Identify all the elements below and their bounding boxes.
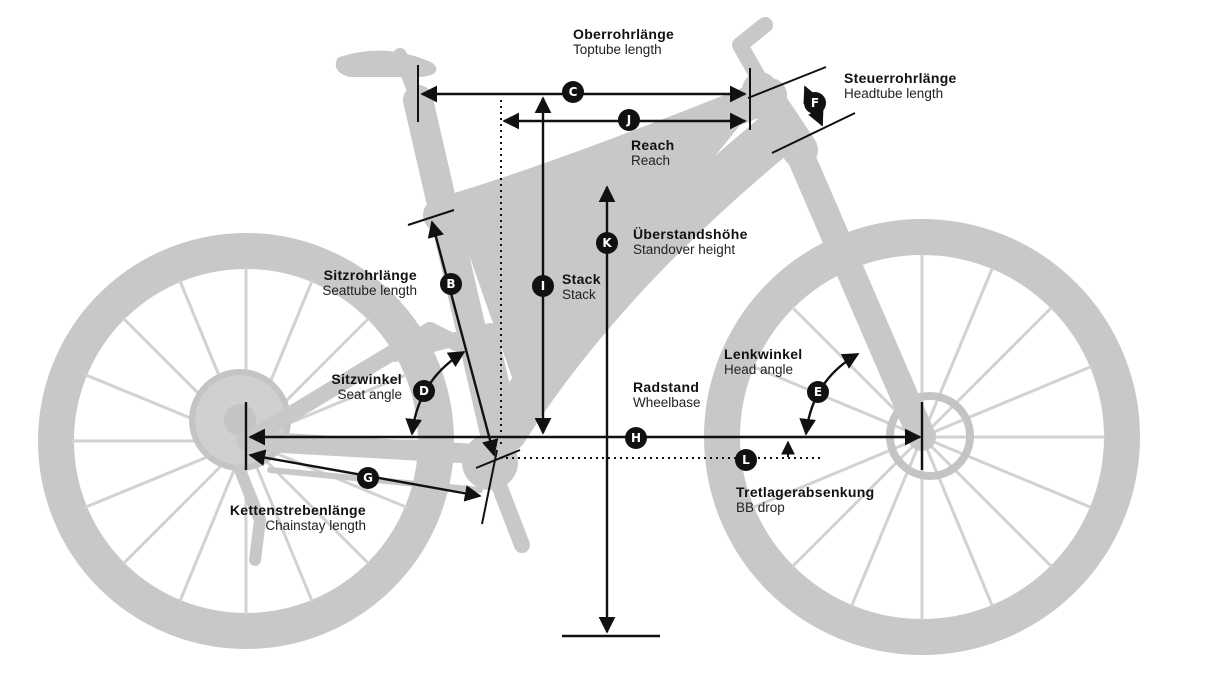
label-head-angle: Lenkwinkel Head angle bbox=[724, 346, 802, 378]
badge-c: C bbox=[562, 81, 584, 103]
label-stack: Stack Stack bbox=[562, 271, 601, 303]
label-seattube-en: Seattube length bbox=[322, 283, 417, 299]
label-reach-en: Reach bbox=[631, 153, 671, 169]
label-stack-de: Stack bbox=[562, 271, 601, 287]
badge-b: B bbox=[440, 273, 462, 295]
label-toptube: Oberrohrlänge Toptube length bbox=[573, 26, 674, 58]
label-toptube-en: Toptube length bbox=[573, 42, 662, 58]
label-standover: Überstandshöhe Standover height bbox=[633, 226, 748, 258]
badge-d: D bbox=[413, 380, 435, 402]
dim-line-seattube bbox=[427, 220, 499, 457]
label-seattube-de: Sitzrohrlänge bbox=[323, 267, 417, 283]
label-headtube-en: Headtube length bbox=[844, 86, 944, 102]
label-chainstay-de: Kettenstrebenlänge bbox=[229, 502, 366, 518]
badge-j: J bbox=[618, 109, 640, 131]
label-standover-de: Überstandshöhe bbox=[633, 226, 748, 242]
label-standover-en: Standover height bbox=[633, 242, 736, 258]
label-chainstay: Kettenstrebenlänge Chainstay length bbox=[230, 502, 366, 534]
badge-g: G bbox=[357, 467, 379, 489]
badge-h: H bbox=[625, 427, 647, 449]
label-wheelbase: Radstand Wheelbase bbox=[633, 379, 701, 411]
badge-e: E bbox=[807, 381, 829, 403]
label-seat-angle-en: Seat angle bbox=[337, 387, 402, 403]
label-stack-en: Stack bbox=[562, 287, 596, 303]
label-toptube-de: Oberrohrlänge bbox=[573, 26, 675, 42]
label-head-angle-de: Lenkwinkel bbox=[724, 346, 803, 362]
label-wheelbase-en: Wheelbase bbox=[633, 395, 701, 411]
badge-l: L bbox=[735, 449, 757, 471]
badge-i: I bbox=[532, 275, 554, 297]
badge-k: K bbox=[596, 232, 618, 254]
label-bb-drop: Tretlagerabsenkung BB drop bbox=[736, 484, 874, 516]
label-headtube-de: Steuerrohrlänge bbox=[844, 70, 957, 86]
label-seattube: Sitzrohrlänge Seattube length bbox=[322, 267, 417, 299]
label-reach: Reach Reach bbox=[631, 137, 675, 169]
label-bb-drop-en: BB drop bbox=[736, 500, 785, 516]
label-headtube: Steuerrohrlänge Headtube length bbox=[844, 70, 957, 102]
label-seat-angle: Sitzwinkel Seat angle bbox=[331, 371, 402, 403]
label-reach-de: Reach bbox=[631, 137, 675, 153]
bike-silhouette bbox=[38, 17, 1140, 655]
label-bb-drop-de: Tretlagerabsenkung bbox=[736, 484, 875, 500]
label-head-angle-en: Head angle bbox=[724, 362, 794, 378]
badge-f: F bbox=[804, 92, 826, 114]
label-wheelbase-de: Radstand bbox=[633, 379, 700, 395]
label-chainstay-en: Chainstay length bbox=[265, 518, 366, 534]
label-seat-angle-de: Sitzwinkel bbox=[331, 371, 402, 387]
